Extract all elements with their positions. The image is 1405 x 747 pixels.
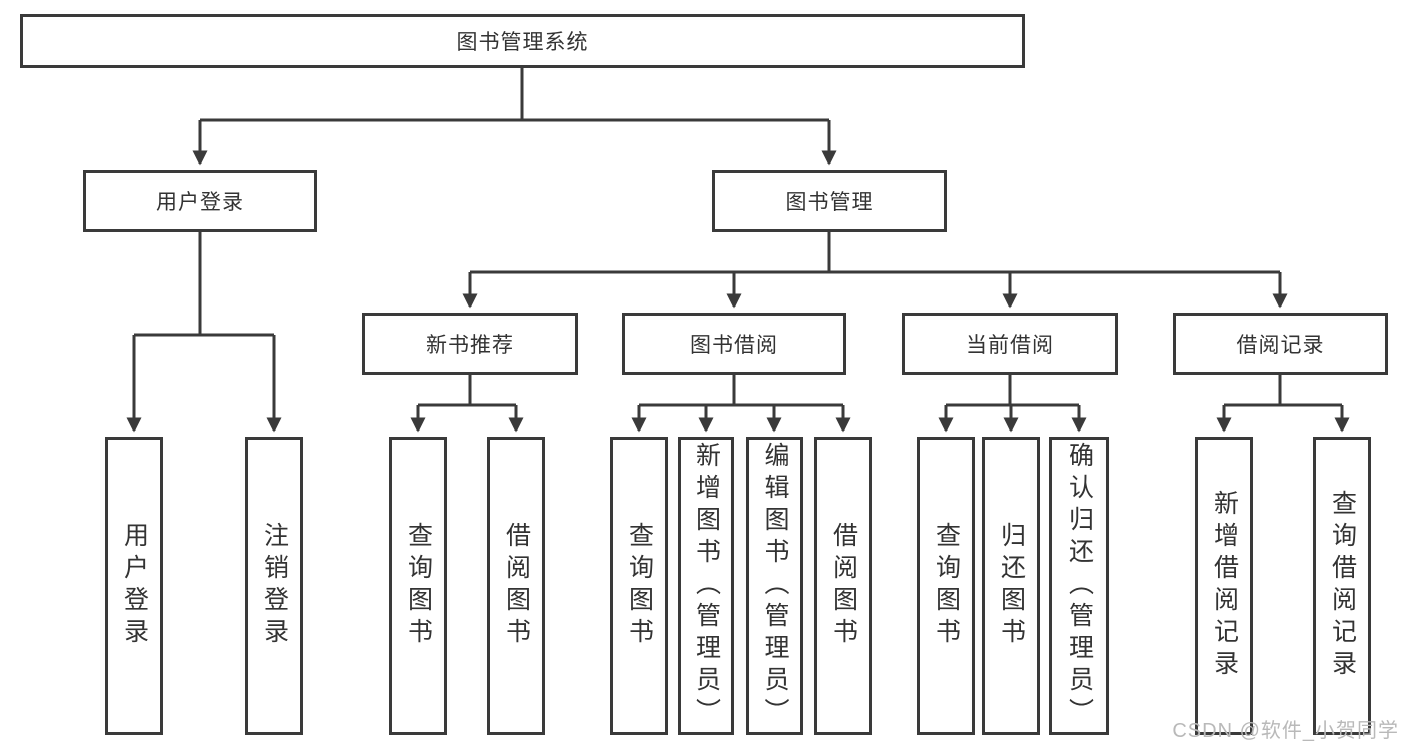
node-library-system: 图书管理系统 xyxy=(20,14,1025,68)
leaf-query-borrow-record-label: 查询借阅记录 xyxy=(1328,490,1357,682)
leaf-recommend-borrow-book-label: 借阅图书 xyxy=(502,522,531,650)
leaf-return-book: 归还图书 xyxy=(982,437,1040,735)
leaf-recommend-query-book: 查询图书 xyxy=(389,437,447,735)
node-book-management: 图书管理 xyxy=(712,170,947,232)
node-new-book-recommend: 新书推荐 xyxy=(362,313,578,375)
node-current-borrow: 当前借阅 xyxy=(902,313,1118,375)
watermark: CSDN @软件_小贺同学 xyxy=(1172,720,1399,742)
node-book-management-label: 图书管理 xyxy=(785,191,874,214)
node-book-borrow-label: 图书借阅 xyxy=(690,334,778,357)
leaf-edit-book-admin: 编辑图书（管理员） xyxy=(746,437,803,735)
leaf-user-login: 用户登录 xyxy=(105,437,163,735)
node-borrow-records-label: 借阅记录 xyxy=(1236,334,1325,357)
node-current-borrow-label: 当前借阅 xyxy=(966,334,1054,357)
leaf-add-borrow-record: 新增借阅记录 xyxy=(1195,437,1253,735)
leaf-query-borrow-record: 查询借阅记录 xyxy=(1313,437,1371,735)
leaf-borrow-query-book: 查询图书 xyxy=(610,437,668,735)
node-borrow-records: 借阅记录 xyxy=(1173,313,1388,375)
leaf-confirm-return-admin: 确认归还（管理员） xyxy=(1049,437,1109,735)
leaf-return-book-label: 归还图书 xyxy=(997,522,1026,650)
leaf-user-login-label: 用户登录 xyxy=(120,522,149,650)
leaf-borrow-book-label: 借阅图书 xyxy=(829,522,858,650)
leaf-confirm-return-admin-label: 确认归还（管理员） xyxy=(1065,442,1094,730)
leaf-logout-label: 注销登录 xyxy=(260,522,289,650)
node-user-login: 用户登录 xyxy=(83,170,317,232)
leaf-borrow-book: 借阅图书 xyxy=(814,437,872,735)
leaf-edit-book-admin-label: 编辑图书（管理员） xyxy=(761,442,789,730)
leaf-add-book-admin-label: 新增图书（管理员） xyxy=(692,442,721,730)
leaf-borrow-query-book-label: 查询图书 xyxy=(625,522,654,650)
leaf-add-book-admin: 新增图书（管理员） xyxy=(678,437,734,735)
leaf-recommend-borrow-book: 借阅图书 xyxy=(487,437,545,735)
leaf-current-query-book-label: 查询图书 xyxy=(932,522,961,650)
node-book-borrow: 图书借阅 xyxy=(622,313,846,375)
node-user-login-label: 用户登录 xyxy=(156,191,244,214)
leaf-add-borrow-record-label: 新增借阅记录 xyxy=(1210,490,1239,682)
leaf-recommend-query-book-label: 查询图书 xyxy=(404,522,433,650)
node-new-book-recommend-label: 新书推荐 xyxy=(426,334,514,357)
leaf-logout: 注销登录 xyxy=(245,437,303,735)
node-library-system-label: 图书管理系统 xyxy=(456,31,589,54)
leaf-current-query-book: 查询图书 xyxy=(917,437,975,735)
